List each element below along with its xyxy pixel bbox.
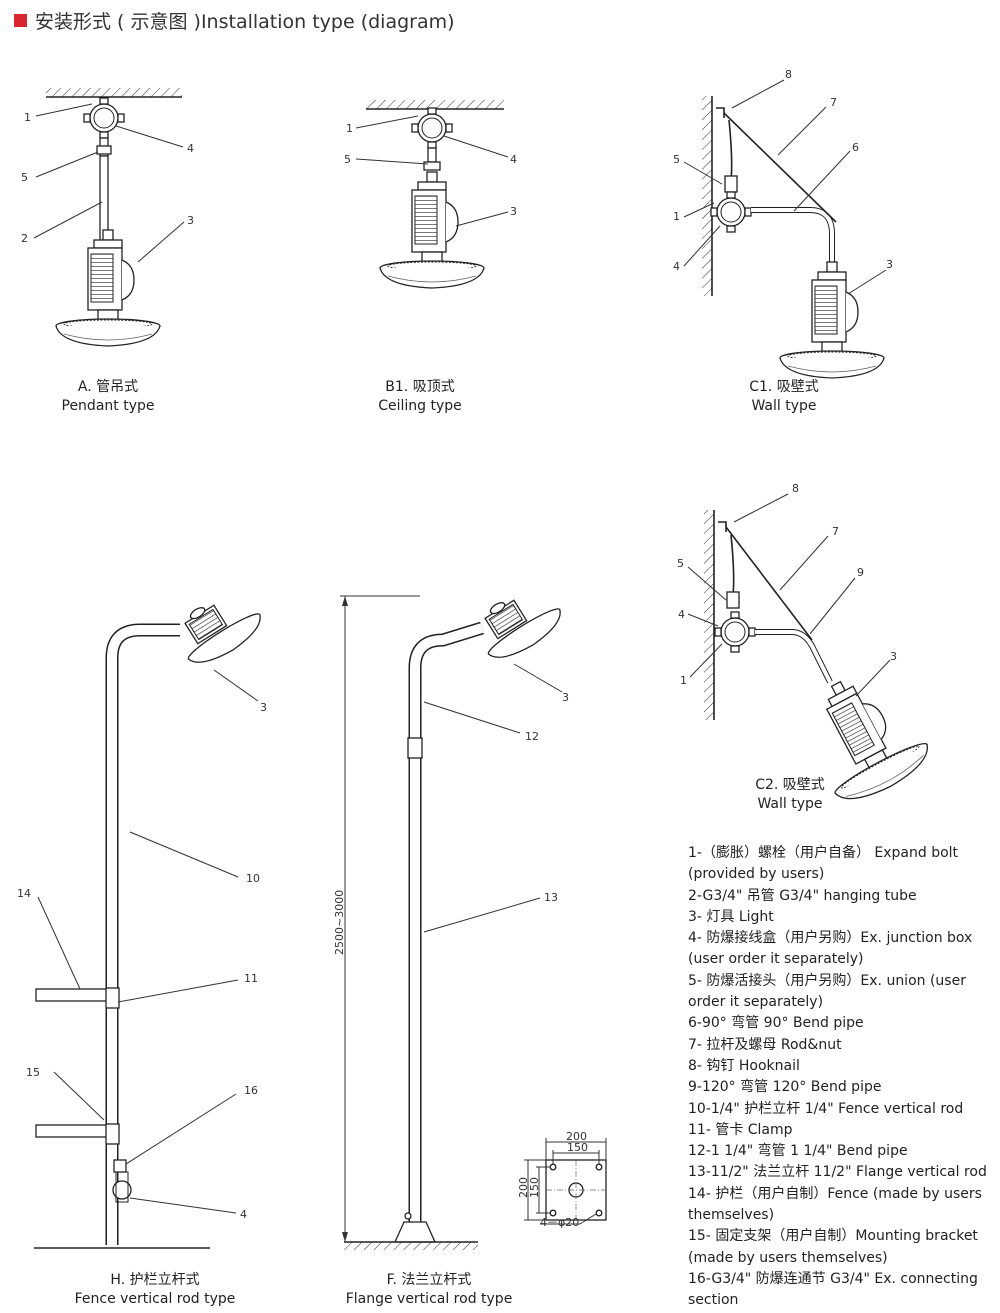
callout-8: 8 — [785, 68, 792, 81]
legend-item: 3- 灯具 Light — [688, 908, 774, 925]
caption-pendant: A. 管吊式 Pendant type — [48, 378, 168, 416]
legend-item: 7- 拉杆及螺母 Rod&nut — [688, 1036, 842, 1053]
callout-1: 1 — [24, 111, 31, 124]
dimension-height-outer: 200 — [517, 1177, 530, 1198]
callout-1: 1 — [680, 674, 687, 687]
caption-fence-rod-en: Fence vertical rod type — [74, 1291, 236, 1307]
legend-item: 6-90° 弯管 90° Bend pipe — [688, 1015, 864, 1032]
callout-16: 16 — [244, 1084, 258, 1097]
caption-flange-rod-cn: F. 法兰立杆式 — [386, 1272, 472, 1288]
diagram-wall-c2: 8 7 9 5 4 1 3 — [677, 482, 938, 812]
diagram-flange-rod: 2500~3000 12 13 3 — [333, 594, 569, 1250]
callout-4: 4 — [510, 153, 517, 166]
callout-3: 3 — [890, 650, 897, 663]
callout-8: 8 — [792, 482, 799, 495]
caption-ceiling-cn: B1. 吸顶式 — [385, 379, 455, 395]
diagram-ceiling: 1 4 5 3 — [344, 100, 517, 289]
dimension-height-inner: 150 — [528, 1177, 541, 1198]
callout-5: 5 — [677, 557, 684, 570]
callout-15: 15 — [26, 1066, 40, 1079]
parts-legend: 1-（膨胀）螺栓（用户自备） Expand bolt (provided by … — [688, 843, 993, 1312]
legend-item: 5- 防爆活接头（用户另购）Ex. union (user order it s… — [688, 972, 966, 1011]
caption-ceiling-en: Ceiling type — [378, 398, 462, 414]
callout-3: 3 — [510, 205, 517, 218]
diagram-pendant: 1 4 5 2 3 — [21, 88, 194, 347]
legend-item: 15- 固定支架（用户自制）Mounting bracket (made by … — [688, 1228, 978, 1266]
callout-5: 5 — [673, 153, 680, 166]
callout-10: 10 — [246, 872, 260, 885]
legend-item: 13-11/2" 法兰立杆 11/2" Flange vertical rod — [688, 1164, 987, 1181]
dimension-height: 2500~3000 — [333, 890, 346, 955]
callout-14: 14 — [17, 887, 31, 900]
legend-item: 9-120° 弯管 120° Bend pipe — [688, 1079, 882, 1096]
callout-3: 3 — [260, 701, 267, 714]
dimension-width-outer: 200 — [566, 1130, 587, 1143]
callout-7: 7 — [830, 96, 837, 109]
dimension-holes: 4－φ20 — [540, 1216, 579, 1229]
page-header: 安装形式 ( 示意图 )Installation type (diagram) — [14, 6, 455, 34]
flange-plate-detail: 200 150 200 150 4－φ20 — [517, 1130, 607, 1229]
caption-wall-c1-cn: C1. 吸壁式 — [749, 379, 819, 395]
diagram-fence-rod: 14 10 11 15 16 4 3 — [17, 599, 267, 1249]
legend-item: 14- 护栏（用户自制）Fence (made by users themsel… — [688, 1185, 982, 1224]
caption-pendant-cn: A. 管吊式 — [77, 379, 139, 395]
callout-1: 1 — [346, 122, 353, 135]
callout-3: 3 — [886, 258, 893, 271]
legend-item: 1-（膨胀）螺栓（用户自备） Expand bolt (provided by … — [688, 845, 959, 883]
callout-2: 2 — [21, 232, 28, 245]
caption-fence-rod: H. 护栏立杆式 Fence vertical rod type — [50, 1271, 260, 1309]
caption-ceiling: B1. 吸顶式 Ceiling type — [360, 378, 480, 416]
dimension-width-inner: 150 — [567, 1141, 588, 1154]
callout-3: 3 — [187, 214, 194, 227]
caption-wall-c1: C1. 吸壁式 Wall type — [724, 378, 844, 416]
callout-5: 5 — [21, 171, 28, 184]
legend-item: 10-1/4" 护栏立杆 1/4" Fence vertical rod — [688, 1100, 964, 1117]
callout-4: 4 — [240, 1208, 247, 1221]
callout-5: 5 — [344, 153, 351, 166]
callout-13: 13 — [544, 891, 558, 904]
caption-flange-rod-en: Flange vertical rod type — [345, 1291, 513, 1307]
legend-item: 16-G3/4" 防爆连通节 G3/4" Ex. connecting sect… — [688, 1270, 978, 1309]
caption-wall-c2-en: Wall type — [757, 796, 823, 812]
callout-4: 4 — [187, 142, 194, 155]
caption-wall-c2: C2. 吸壁式 Wall type — [730, 776, 850, 814]
caption-pendant-en: Pendant type — [61, 398, 155, 414]
callout-4: 4 — [678, 608, 685, 621]
callout-4: 4 — [673, 260, 680, 273]
legend-item: 8- 钩钉 Hooknail — [688, 1057, 800, 1074]
legend-item: 2-G3/4" 吊管 G3/4" hanging tube — [688, 887, 917, 904]
legend-item: 12-1 1/4" 弯管 1 1/4" Bend pipe — [688, 1143, 908, 1160]
legend-item: 11- 管卡 Clamp — [688, 1121, 793, 1138]
callout-7: 7 — [832, 525, 839, 538]
diagram-wall-c1: 8 7 6 5 1 4 3 — [673, 68, 893, 379]
callout-12: 12 — [525, 730, 539, 743]
callout-11: 11 — [244, 972, 258, 985]
page-title: 安装形式 ( 示意图 )Installation type (diagram) — [35, 10, 455, 33]
title-marker-icon — [14, 13, 27, 27]
caption-wall-c2-cn: C2. 吸壁式 — [755, 777, 825, 793]
callout-3: 3 — [562, 691, 569, 704]
legend-item: 4- 防爆接线盒（用户另购）Ex. junction box (user ord… — [688, 930, 973, 968]
callout-9: 9 — [857, 566, 864, 579]
caption-wall-c1-en: Wall type — [751, 398, 817, 414]
caption-flange-rod: F. 法兰立杆式 Flange vertical rod type — [328, 1271, 530, 1309]
caption-fence-rod-cn: H. 护栏立杆式 — [110, 1272, 200, 1288]
callout-6: 6 — [852, 141, 859, 154]
callout-1: 1 — [673, 210, 680, 223]
